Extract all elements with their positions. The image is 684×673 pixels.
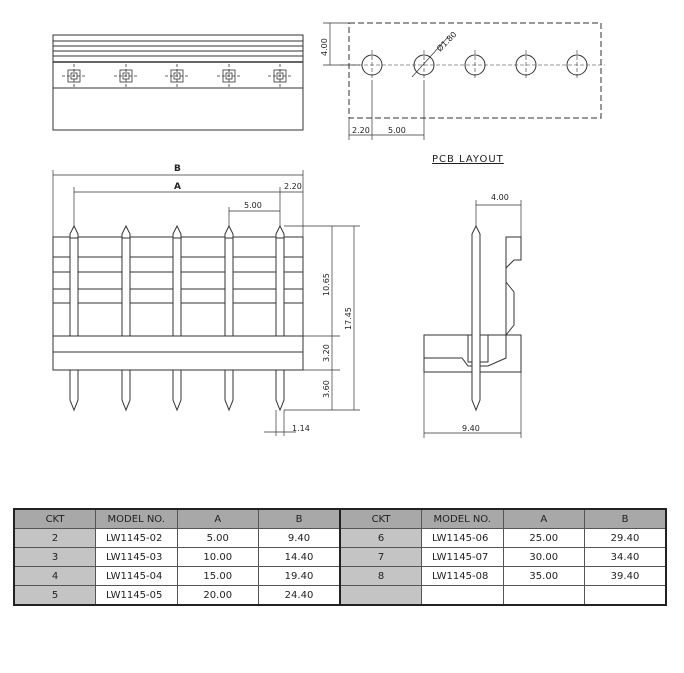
model-cell: LW1145-08: [421, 566, 504, 586]
a-cell: 5.00: [176, 528, 259, 548]
empty-cell: [584, 585, 667, 606]
a-cell: 15.00: [176, 566, 259, 586]
front-pin-width-dim: 1.14: [292, 424, 310, 433]
front-overall-height-dim: 17.45: [344, 307, 353, 330]
table-row: 5 LW1145-05 20.00 24.40: [13, 585, 667, 606]
front-dim-b-label: B: [174, 164, 181, 174]
table-row: 2 LW1145-02 5.00 9.40 6 LW1145-06 25.00 …: [13, 528, 667, 548]
model-cell: LW1145-03: [95, 547, 178, 567]
a-cell: 10.00: [176, 547, 259, 567]
side-view: 4.00 9.40: [423, 193, 522, 438]
col-b-2: B: [584, 508, 667, 529]
connector-technical-drawing: 4.00 Ø1.80 2.20 5.00 PCB LAYOUT: [52, 22, 605, 438]
col-model-1: MODEL NO.: [95, 508, 178, 529]
front-tail-length-dim: 3.60: [322, 380, 331, 398]
model-cell: LW1145-06: [421, 528, 504, 548]
model-cell: LW1145-04: [95, 566, 178, 586]
model-cell: LW1145-07: [421, 547, 504, 567]
a-cell: 35.00: [502, 566, 585, 586]
b-cell: 9.40: [258, 528, 341, 548]
table-row: 3 LW1145-03 10.00 14.40 7 LW1145-07 30.0…: [13, 547, 667, 567]
b-cell: 39.40: [584, 566, 667, 586]
top-view: [52, 34, 304, 131]
table-header-row: CKT MODEL NO. A B CKT MODEL NO. A B: [13, 508, 667, 529]
model-cell: LW1145-02: [95, 528, 178, 548]
pcb-row-height-dim: 4.00: [320, 38, 329, 56]
b-cell: 14.40: [258, 547, 341, 567]
pcb-hole-diameter-dim: Ø1.80: [434, 29, 458, 53]
pcb-pitch-dim: 5.00: [388, 126, 406, 135]
side-top-width-dim: 4.00: [491, 193, 509, 202]
pcb-edge-offset-dim: 2.20: [352, 126, 370, 135]
model-spec-table: CKT MODEL NO. A B CKT MODEL NO. A B 2 LW…: [13, 508, 667, 606]
a-cell: 30.00: [502, 547, 585, 567]
b-cell: 34.40: [584, 547, 667, 567]
ckt-cell: 8: [339, 566, 422, 586]
empty-cell: [421, 585, 504, 606]
front-view: B A 5.00 2.20 10.65 17.45 3.20 3.60 1.14: [52, 164, 360, 436]
front-dim-a-label: A: [174, 182, 181, 192]
front-housing-height-dim: 10.65: [322, 273, 331, 296]
front-edge-offset-dim: 2.20: [284, 182, 302, 191]
ckt-cell: 7: [339, 547, 422, 567]
col-a-1: A: [176, 508, 259, 529]
ckt-cell: 5: [13, 585, 96, 606]
pcb-layout-view: 4.00 Ø1.80 2.20 5.00 PCB LAYOUT: [320, 22, 605, 165]
ckt-cell: 2: [13, 528, 96, 548]
col-ckt-1: CKT: [13, 508, 96, 529]
empty-cell: [502, 585, 585, 606]
col-b-1: B: [258, 508, 341, 529]
a-cell: 20.00: [176, 585, 259, 606]
col-model-2: MODEL NO.: [421, 508, 504, 529]
front-mid-height-dim: 3.20: [322, 344, 331, 362]
empty-cell: [339, 585, 422, 606]
model-cell: LW1145-05: [95, 585, 178, 606]
b-cell: 24.40: [258, 585, 341, 606]
ckt-cell: 6: [339, 528, 422, 548]
ckt-cell: 3: [13, 547, 96, 567]
pcb-layout-title: PCB LAYOUT: [432, 154, 504, 165]
table-row: 4 LW1145-04 15.00 19.40 8 LW1145-08 35.0…: [13, 566, 667, 586]
side-base-width-dim: 9.40: [462, 424, 480, 433]
a-cell: 25.00: [502, 528, 585, 548]
col-ckt-2: CKT: [339, 508, 422, 529]
b-cell: 29.40: [584, 528, 667, 548]
front-pitch-dim: 5.00: [244, 201, 262, 210]
ckt-cell: 4: [13, 566, 96, 586]
col-a-2: A: [502, 508, 585, 529]
b-cell: 19.40: [258, 566, 341, 586]
